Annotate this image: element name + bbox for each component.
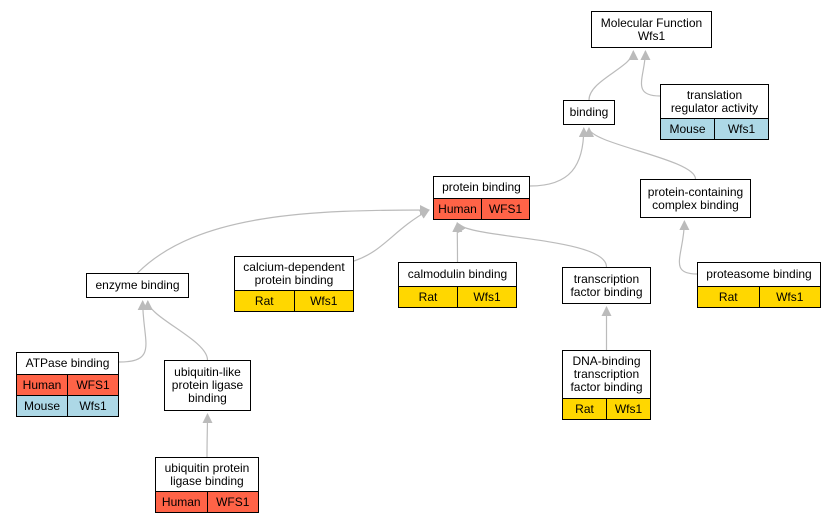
node-label: proteasome binding	[706, 267, 812, 281]
node-molecular-function[interactable]: Molecular Function Wfs1	[591, 11, 712, 48]
edge-atpase-binding-to-enzyme-binding	[118, 300, 148, 363]
edge-translation-regulator-to-molecular-function	[640, 50, 661, 97]
edge-enzyme-binding-to-protein-binding	[137, 205, 430, 274]
annotation-row: Rat Wfs1	[563, 398, 650, 419]
gene-cell: Wfs1	[758, 287, 821, 307]
gene-cell: Wfs1	[293, 291, 354, 311]
annotation-row: Human WFS1	[17, 374, 118, 395]
node-label: transcription factor binding	[570, 271, 643, 299]
species-cell: Rat	[418, 290, 438, 304]
annotation-row: Rat Wfs1	[399, 286, 516, 307]
node-label: ubiquitin protein ligase binding	[164, 460, 250, 488]
node-ubiquitin-like[interactable]: ubiquitin-like protein ligase binding	[164, 360, 251, 411]
edge-protein-containing-complex-to-binding	[584, 127, 697, 180]
annotation-row: Mouse Wfs1	[661, 118, 768, 139]
node-enzyme-binding[interactable]: enzyme binding	[86, 273, 189, 298]
node-label: Molecular Function Wfs1	[600, 15, 703, 43]
node-transcription-factor[interactable]: transcription factor binding	[562, 267, 651, 304]
edge-ubiquitin-like-to-enzyme-binding	[142, 300, 209, 361]
gene-cell: Wfs1	[714, 119, 768, 139]
species-cell: Rat	[254, 294, 274, 308]
gene-cell: Wfs1	[67, 396, 118, 416]
edge-ubiquitin-protein-ligase-to-ubiquitin-like	[202, 413, 213, 458]
node-dna-binding-tf[interactable]: DNA-binding transcription factor binding…	[562, 350, 651, 420]
edge-protein-binding-to-binding	[529, 127, 589, 187]
annotation-row: Human WFS1	[156, 491, 258, 512]
edge-proteasome-binding-to-protein-containing-complex	[678, 220, 698, 275]
species-cell: Human	[438, 202, 477, 216]
annotation-row: Human WFS1	[434, 198, 529, 219]
node-protein-containing-complex[interactable]: protein-containing complex binding	[640, 179, 751, 218]
edge-binding-to-molecular-function	[588, 50, 639, 101]
node-binding[interactable]: binding	[563, 100, 615, 125]
edge-calcium-dependent-to-protein-binding	[353, 209, 430, 262]
node-label: protein binding	[442, 180, 521, 194]
species-cell: Mouse	[669, 122, 706, 136]
edge-transcription-factor-to-protein-binding	[456, 222, 608, 268]
node-label: protein-containing complex binding	[647, 184, 744, 212]
species-cell: Rat	[718, 290, 738, 304]
annotation-row: Mouse Wfs1	[17, 395, 118, 416]
node-label: DNA-binding transcription factor binding	[570, 354, 643, 394]
species-cell: Human	[161, 495, 201, 509]
annotation-row: Rat Wfs1	[235, 290, 353, 311]
gene-cell: WFS1	[481, 199, 529, 219]
species-cell: Mouse	[23, 399, 61, 413]
node-label: calmodulin binding	[407, 267, 508, 281]
annotation-row: Rat Wfs1	[698, 286, 820, 307]
node-label: calcium-dependent protein binding	[243, 259, 345, 287]
gene-cell: Wfs1	[606, 399, 650, 419]
gene-cell: Wfs1	[457, 287, 516, 307]
node-label: ubiquitin-like protein ligase binding	[171, 365, 244, 405]
gene-cell: WFS1	[206, 492, 259, 512]
species-cell: Human	[22, 378, 62, 392]
gene-cell: WFS1	[67, 375, 118, 395]
species-cell: Rat	[575, 402, 594, 416]
node-label: translation regulator activity	[670, 87, 759, 115]
node-label: ATPase binding	[25, 356, 110, 370]
node-label: enzyme binding	[95, 278, 180, 292]
node-label: binding	[569, 105, 609, 119]
